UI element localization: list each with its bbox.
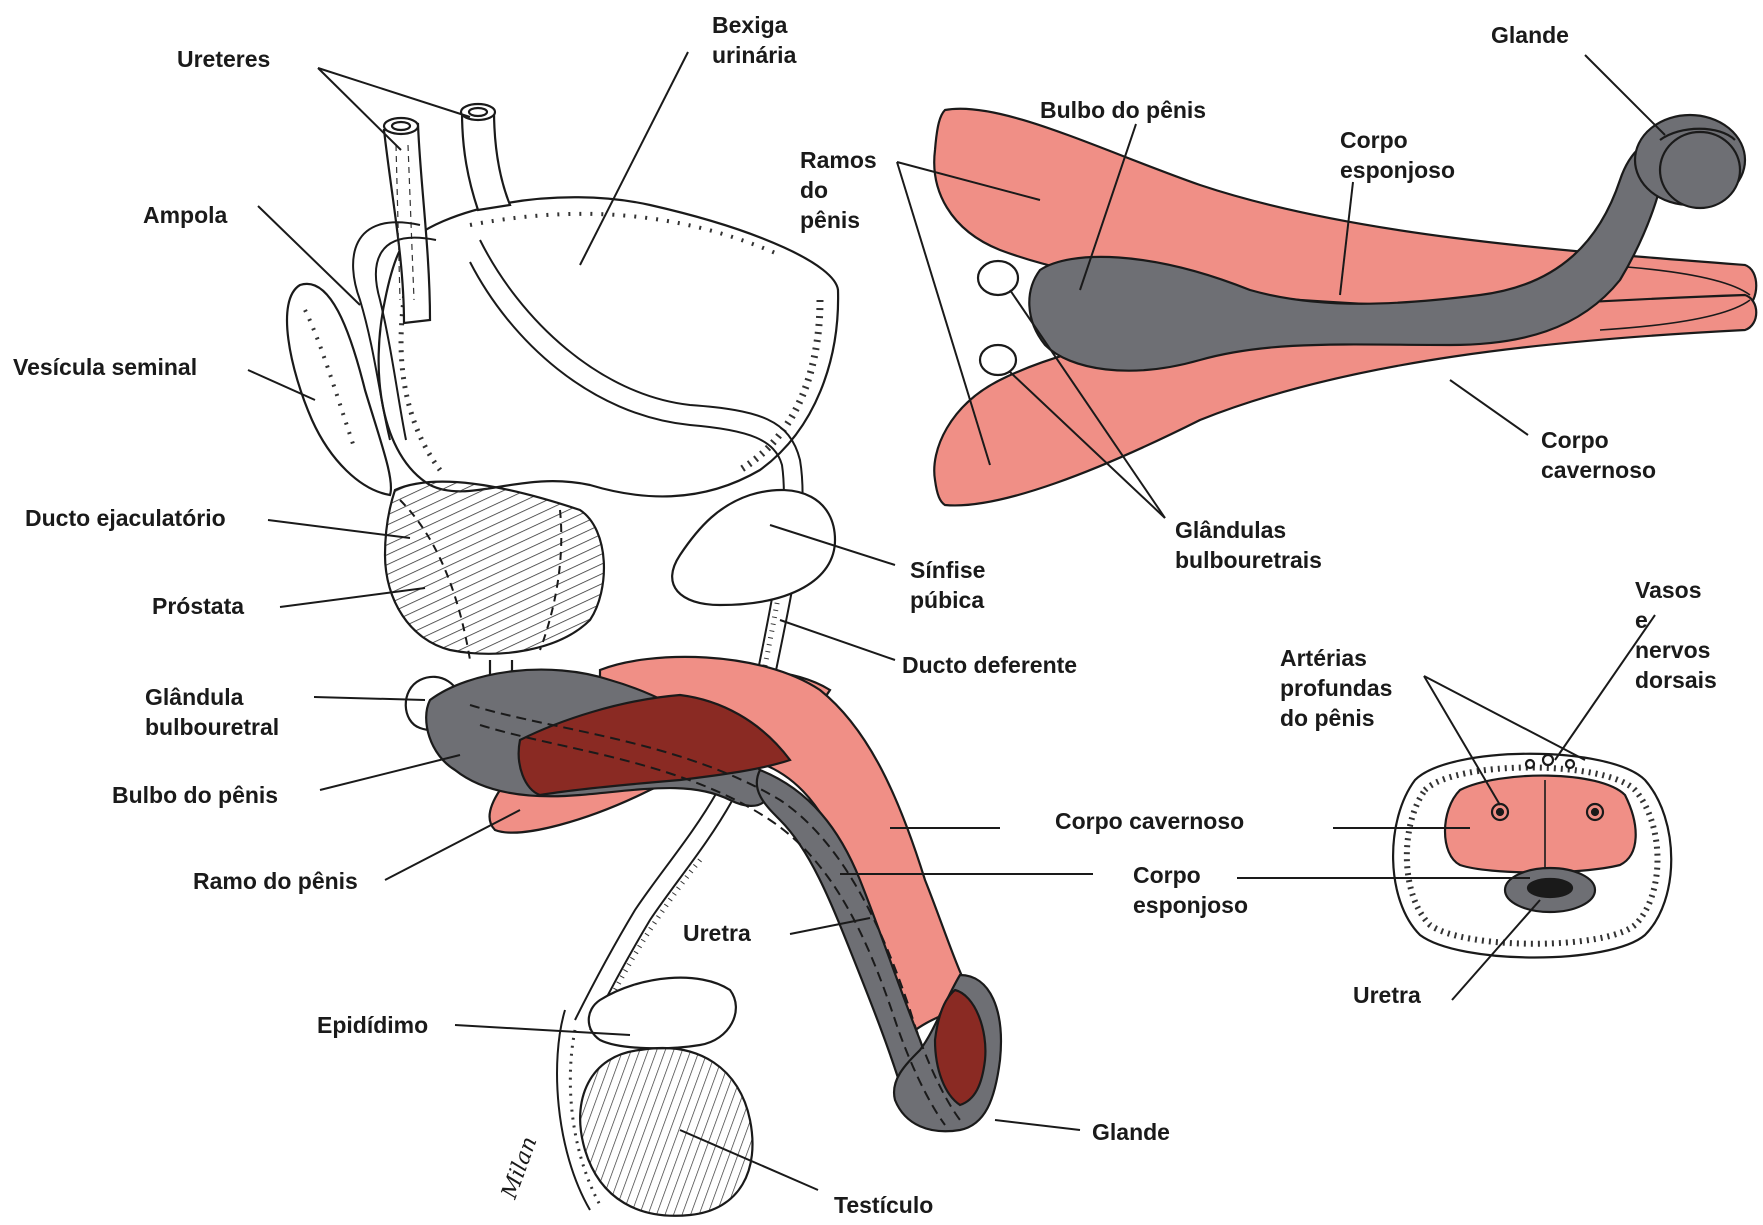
bulbourethral-gland-upper [978,261,1018,295]
cross-section-corpora-cavernosa [1445,776,1636,873]
label-prostata: Próstata [152,591,244,621]
label-corpo-esponjoso-dissected: Corpo esponjoso [1340,125,1455,185]
artist-signature: Milan [497,1133,543,1203]
label-ducto-ejaculatorio: Ducto ejaculatório [25,503,226,533]
label-epididimo: Epidídimo [317,1010,428,1040]
label-bulbo-do-penis: Bulbo do pênis [112,780,278,810]
urinary-bladder [379,197,839,496]
prostate [385,482,604,654]
label-ureteres: Ureteres [177,44,270,74]
label-sinfise-pubica: Sínfise púbica [910,555,985,615]
label-corpo-esponjoso: Corpo esponjoso [1133,860,1248,920]
label-ampola: Ampola [143,200,227,230]
pubic-symphysis [672,490,835,605]
label-bulbo-do-penis-dissected: Bulbo do pênis [1040,95,1206,125]
right-ureter [462,110,510,210]
label-corpo-cavernoso: Corpo cavernoso [1055,806,1244,836]
label-vasos-nervos-dorsais: Vasos e nervos dorsais [1635,575,1717,695]
label-testiculo: Testículo [834,1190,933,1220]
label-ducto-deferente: Ducto deferente [902,650,1077,680]
label-corpo-cavernoso-dissected: Corpo cavernoso [1541,425,1656,485]
cross-section-view [1393,754,1671,958]
label-vesicula-seminal: Vesícula seminal [13,352,197,382]
label-ramo-do-penis: Ramo do pênis [193,866,358,896]
label-glande-dissected: Glande [1491,20,1569,50]
label-ramos-do-penis: Ramos do pênis [800,145,877,235]
testis [580,1048,752,1216]
label-glande: Glande [1092,1117,1170,1147]
bulbourethral-gland-lower [980,345,1016,375]
label-uretra-cross-section: Uretra [1353,980,1421,1010]
label-uretra: Uretra [683,918,751,948]
label-glandulas-bulbouretrais: Glândulas bulbouretrais [1175,515,1322,575]
label-bexiga-urinaria: Bexiga urinária [712,10,796,70]
seminal-vesicle [287,284,391,495]
label-glandula-bulbouretral: Glândula bulbouretral [145,682,279,742]
label-arterias-profundas: Artérias profundas do pênis [1280,643,1392,733]
